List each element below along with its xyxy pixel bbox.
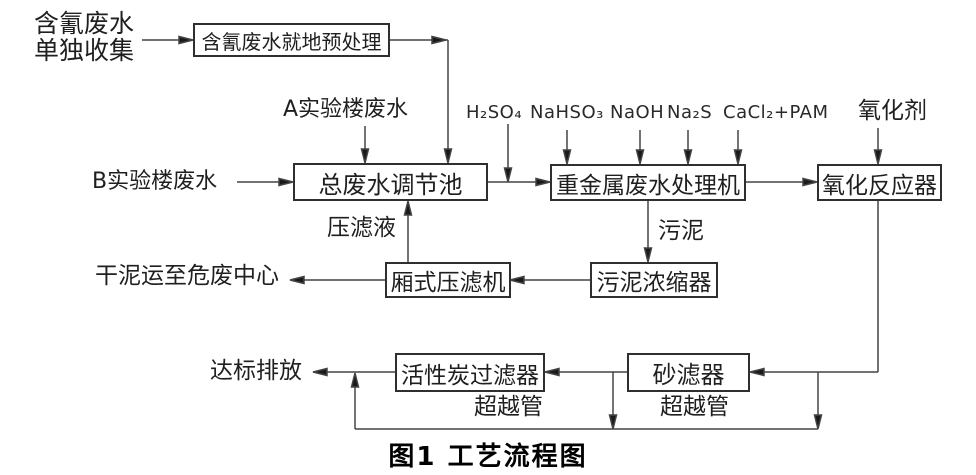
edge-bypass-pipe (350, 372, 823, 430)
label-dry-sludge-out: 干泥运至危废中心 (95, 263, 279, 289)
label-cyanide-source-line1: 含氰废水 (33, 9, 134, 38)
node-filter-press-label: 厢式压滤机 (390, 270, 506, 296)
node-pretreatment: 含氰废水就地预处理 (193, 23, 390, 57)
node-carbon-filter-label: 活性炭过滤器 (401, 362, 539, 389)
label-cyanide-source-line2: 单独收集 (33, 36, 134, 65)
edge-h2so4-dosing (503, 124, 513, 183)
label-chemical-nahso3: NaHSO₃ (530, 102, 604, 123)
label-oxidant: 氧化剂 (858, 98, 927, 124)
node-filter-press: 厢式压滤机 (385, 262, 511, 298)
edge-pretreatment-to-tank (390, 35, 453, 164)
node-equalization-tank-label: 总废水调节池 (318, 170, 463, 199)
node-sludge-thickener-label: 污泥浓缩器 (596, 270, 712, 296)
edge-nahso3-dosing (562, 130, 572, 165)
node-carbon-filter: 活性炭过滤器 (395, 353, 545, 392)
edge-carbon-filter-to-discharge (312, 367, 395, 377)
edge-oxidant-dosing (873, 128, 883, 165)
node-pretreatment-label: 含氰废水就地预处理 (201, 29, 382, 54)
edge-filter-press-to-hazardous-waste (289, 275, 385, 285)
node-sand-filter-label: 砂滤器 (652, 361, 725, 389)
label-sludge: 污泥 (658, 218, 704, 244)
node-equalization-tank: 总废水调节池 (293, 163, 488, 201)
label-filtrate: 压滤液 (327, 215, 396, 241)
edge-thickener-to-filter-press (509, 275, 590, 285)
label-chemical-na2s: Na₂S (667, 102, 713, 123)
edge-lab-a-to-tank (360, 126, 370, 164)
label-bypass-pipe-right: 超越管 (660, 394, 729, 420)
figure-caption: 图1 工艺流程图 (388, 442, 588, 472)
label-chemical-naoh: NaOH (610, 102, 665, 123)
label-chemical-h2so4: H₂SO₄ (466, 102, 523, 123)
edge-na2s-dosing (683, 130, 693, 165)
edge-filtrate-return (403, 200, 413, 262)
edge-lab-b-to-tank (237, 177, 294, 187)
label-cyanide-source: 含氰废水 单独收集 (18, 10, 150, 64)
edge-tank-to-heavy-metal-unit (488, 177, 551, 187)
label-bypass-pipe-left: 超越管 (474, 394, 543, 420)
node-sludge-thickener: 污泥浓缩器 (590, 262, 718, 298)
node-oxidation-reactor-label: 氧化反应器 (822, 172, 937, 199)
edge-cyanide-source-to-pretreatment (142, 35, 194, 45)
edge-heavy-metal-unit-to-reactor (746, 177, 818, 187)
node-heavy-metal-unit-label: 重金属废水处理机 (556, 172, 740, 199)
edge-sand-filter-to-carbon-filter (544, 367, 627, 377)
label-lab-b-wastewater: B实验楼废水 (92, 169, 218, 194)
edge-cacl2-pam-dosing (733, 130, 743, 165)
label-discharge: 达标排放 (210, 358, 302, 384)
node-sand-filter: 砂滤器 (627, 353, 750, 392)
label-lab-a-wastewater: A实验楼废水 (283, 97, 409, 122)
edge-reactor-to-sand-filter (749, 201, 879, 377)
edge-sludge-to-thickener (643, 201, 653, 263)
label-chemical-cacl2-pam: CaCl₂+PAM (723, 102, 829, 123)
node-oxidation-reactor: 氧化反应器 (817, 164, 942, 201)
node-heavy-metal-unit: 重金属废水处理机 (550, 164, 746, 201)
edge-naoh-dosing (635, 130, 645, 165)
